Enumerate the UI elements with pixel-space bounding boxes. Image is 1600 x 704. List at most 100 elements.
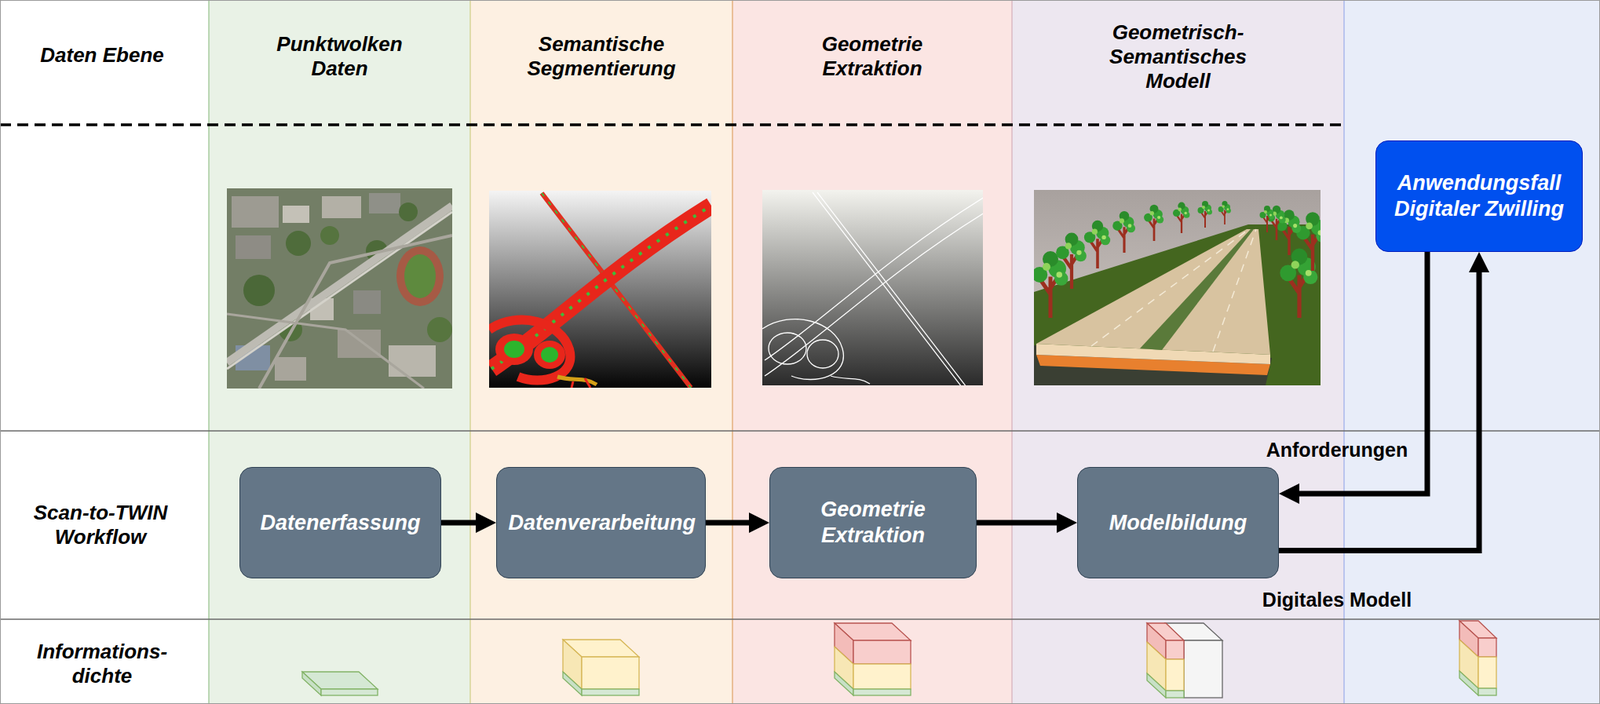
flow-arrow [705, 512, 770, 534]
box-label: Datenverarbeitung [508, 510, 695, 537]
illustration-part [762, 319, 844, 380]
illustration-part [1172, 202, 1190, 234]
illustration-part [226, 314, 424, 389]
illustration-part [1033, 224, 1321, 386]
illustration-part [208, 0, 471, 704]
column-header: Geometrie Extraktion [789, 32, 955, 81]
flow-arrow [1278, 252, 1428, 505]
row-label: Scan-to-TWIN Workflow [10, 500, 191, 550]
illustration-part [470, 0, 733, 704]
illustration-part [226, 188, 453, 389]
illustration-part [0, 430, 1600, 432]
illustration-part [540, 347, 559, 363]
segmentation-image [489, 190, 712, 388]
illustration-part [764, 197, 983, 361]
geometry-image [762, 189, 983, 386]
illustration-part [427, 317, 453, 343]
illustration-part [243, 274, 275, 307]
connector-line [1278, 270, 1480, 552]
arrow-head [475, 512, 497, 534]
illustration-part [1198, 200, 1213, 228]
illustration-part [1055, 233, 1087, 289]
illustration-part [1260, 205, 1275, 233]
illustration-part [489, 320, 570, 381]
column-header: Geometrisch- Semantisches Modell [1095, 20, 1261, 94]
flow-arrow [1278, 252, 1490, 552]
illustration-part [404, 254, 436, 299]
column-header: Semantische Segmentierung [503, 32, 700, 81]
illustration-part [1033, 189, 1321, 386]
illustration-part [830, 376, 870, 384]
illustration-part [0, 123, 1345, 127]
illustration-part [807, 339, 839, 369]
illustration-part [495, 333, 534, 366]
box-label: Modelbildung [1109, 510, 1247, 537]
illustration-part [768, 332, 807, 365]
illustration-part [853, 689, 911, 696]
illustration-part [1033, 251, 1069, 318]
illustration-part [1036, 229, 1271, 355]
column-band: Semantische SegmentierungDatenverarbeitu… [470, 0, 733, 704]
illustration-part [398, 202, 418, 222]
illustration-part [812, 192, 962, 386]
illustration-part [834, 672, 854, 696]
connector-line [705, 520, 751, 527]
arrow-head [1468, 252, 1490, 273]
illustration-part [337, 329, 381, 358]
row-label: Daten Ebene [11, 43, 193, 68]
edge-label: Digitales Modell [1262, 588, 1412, 612]
process-box: Modelbildung [1077, 467, 1279, 579]
illustration-part [732, 0, 1012, 704]
illustration-part [1147, 623, 1184, 698]
flow-arrow [441, 512, 497, 534]
process-box: Datenverarbeitung [496, 467, 706, 579]
illustration-part [1084, 220, 1111, 269]
illustration-part [533, 340, 566, 369]
illustration-part [321, 689, 378, 696]
aerial-photo [226, 188, 453, 389]
box-label: Datenerfassung [259, 510, 421, 537]
flow-arrow [976, 512, 1078, 534]
box-label: Anwendungsfall Digitaler Zwilling [1386, 170, 1572, 223]
process-box: Geometrie Extraktion [769, 467, 977, 579]
illustration-part [285, 230, 311, 256]
illustration-part [1183, 640, 1223, 698]
illustration-part [302, 672, 322, 696]
illustration-part [571, 378, 591, 388]
illustration-part [1112, 211, 1136, 253]
row-label: Informations- dichte [19, 639, 185, 689]
illustration-part [208, 0, 209, 704]
illustration-part [557, 376, 597, 385]
illustration-part [1091, 229, 1257, 352]
illustration-part [1218, 200, 1232, 225]
illustration-part [562, 672, 582, 696]
illustration-part [817, 192, 967, 386]
illustration-part [226, 211, 453, 369]
illustration-part [731, 0, 733, 704]
illustration-part [1459, 621, 1497, 696]
column-band: Geometrie ExtraktionGeometrie Extraktion [732, 0, 1012, 704]
illustration-part [320, 226, 340, 245]
column-header: Punktwolken Daten [257, 32, 423, 81]
illustration-part [1011, 0, 1012, 704]
illustration-part [235, 235, 271, 260]
illustration-part [231, 196, 279, 228]
illustration-part [226, 205, 453, 363]
illustration-part [259, 235, 453, 389]
illustration-part [762, 192, 983, 386]
box-label: Geometrie Extraktion [780, 496, 966, 549]
illustration-part [274, 357, 307, 381]
illustration-part [321, 196, 362, 219]
illustration-part [0, 618, 1600, 620]
process-box: Anwendungsfall Digitaler Zwilling [1375, 140, 1583, 253]
connector-line [976, 520, 1059, 527]
illustration-part [469, 0, 471, 704]
illustration-part [764, 212, 983, 377]
illustration-part [368, 193, 401, 214]
illustration-part [489, 190, 712, 388]
edge-label: Anforderungen [1266, 438, 1409, 462]
illustration-part [581, 657, 640, 690]
